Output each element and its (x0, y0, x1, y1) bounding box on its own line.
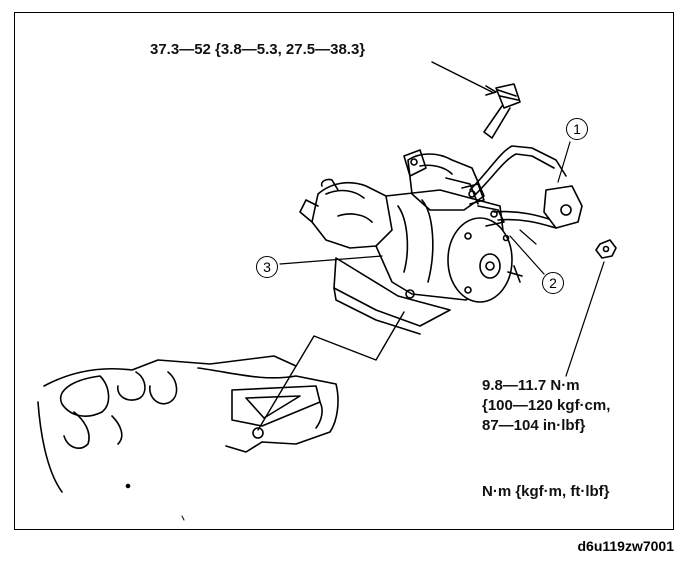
callout-3: 3 (256, 256, 278, 278)
figure-code: d6u119zw7001 (577, 538, 674, 554)
nut-torque-line1: 9.8—11.7 N·m (482, 377, 580, 394)
nut-leader (565, 261, 605, 377)
callout-1-leader (557, 141, 571, 183)
units-legend: N·m {kgf·m, ft·lbf} (482, 483, 610, 500)
callout-2-leader (509, 235, 545, 275)
engine-block (37, 355, 339, 493)
nut-torque-line3: 87—104 in·lbf} (482, 417, 586, 434)
starter-motor (299, 145, 617, 335)
hole-leader (257, 311, 405, 431)
bolt-torque-label: 37.3—52 {3.8—5.3, 27.5—38.3} (150, 41, 366, 58)
callout-1: 1 (566, 118, 588, 140)
bolt (431, 61, 521, 139)
callout-3-leader (279, 255, 383, 265)
callout-2: 2 (542, 272, 564, 294)
nut-torque-line2: {100—120 kgf·cm, (482, 397, 611, 414)
figure-frame (14, 12, 674, 530)
